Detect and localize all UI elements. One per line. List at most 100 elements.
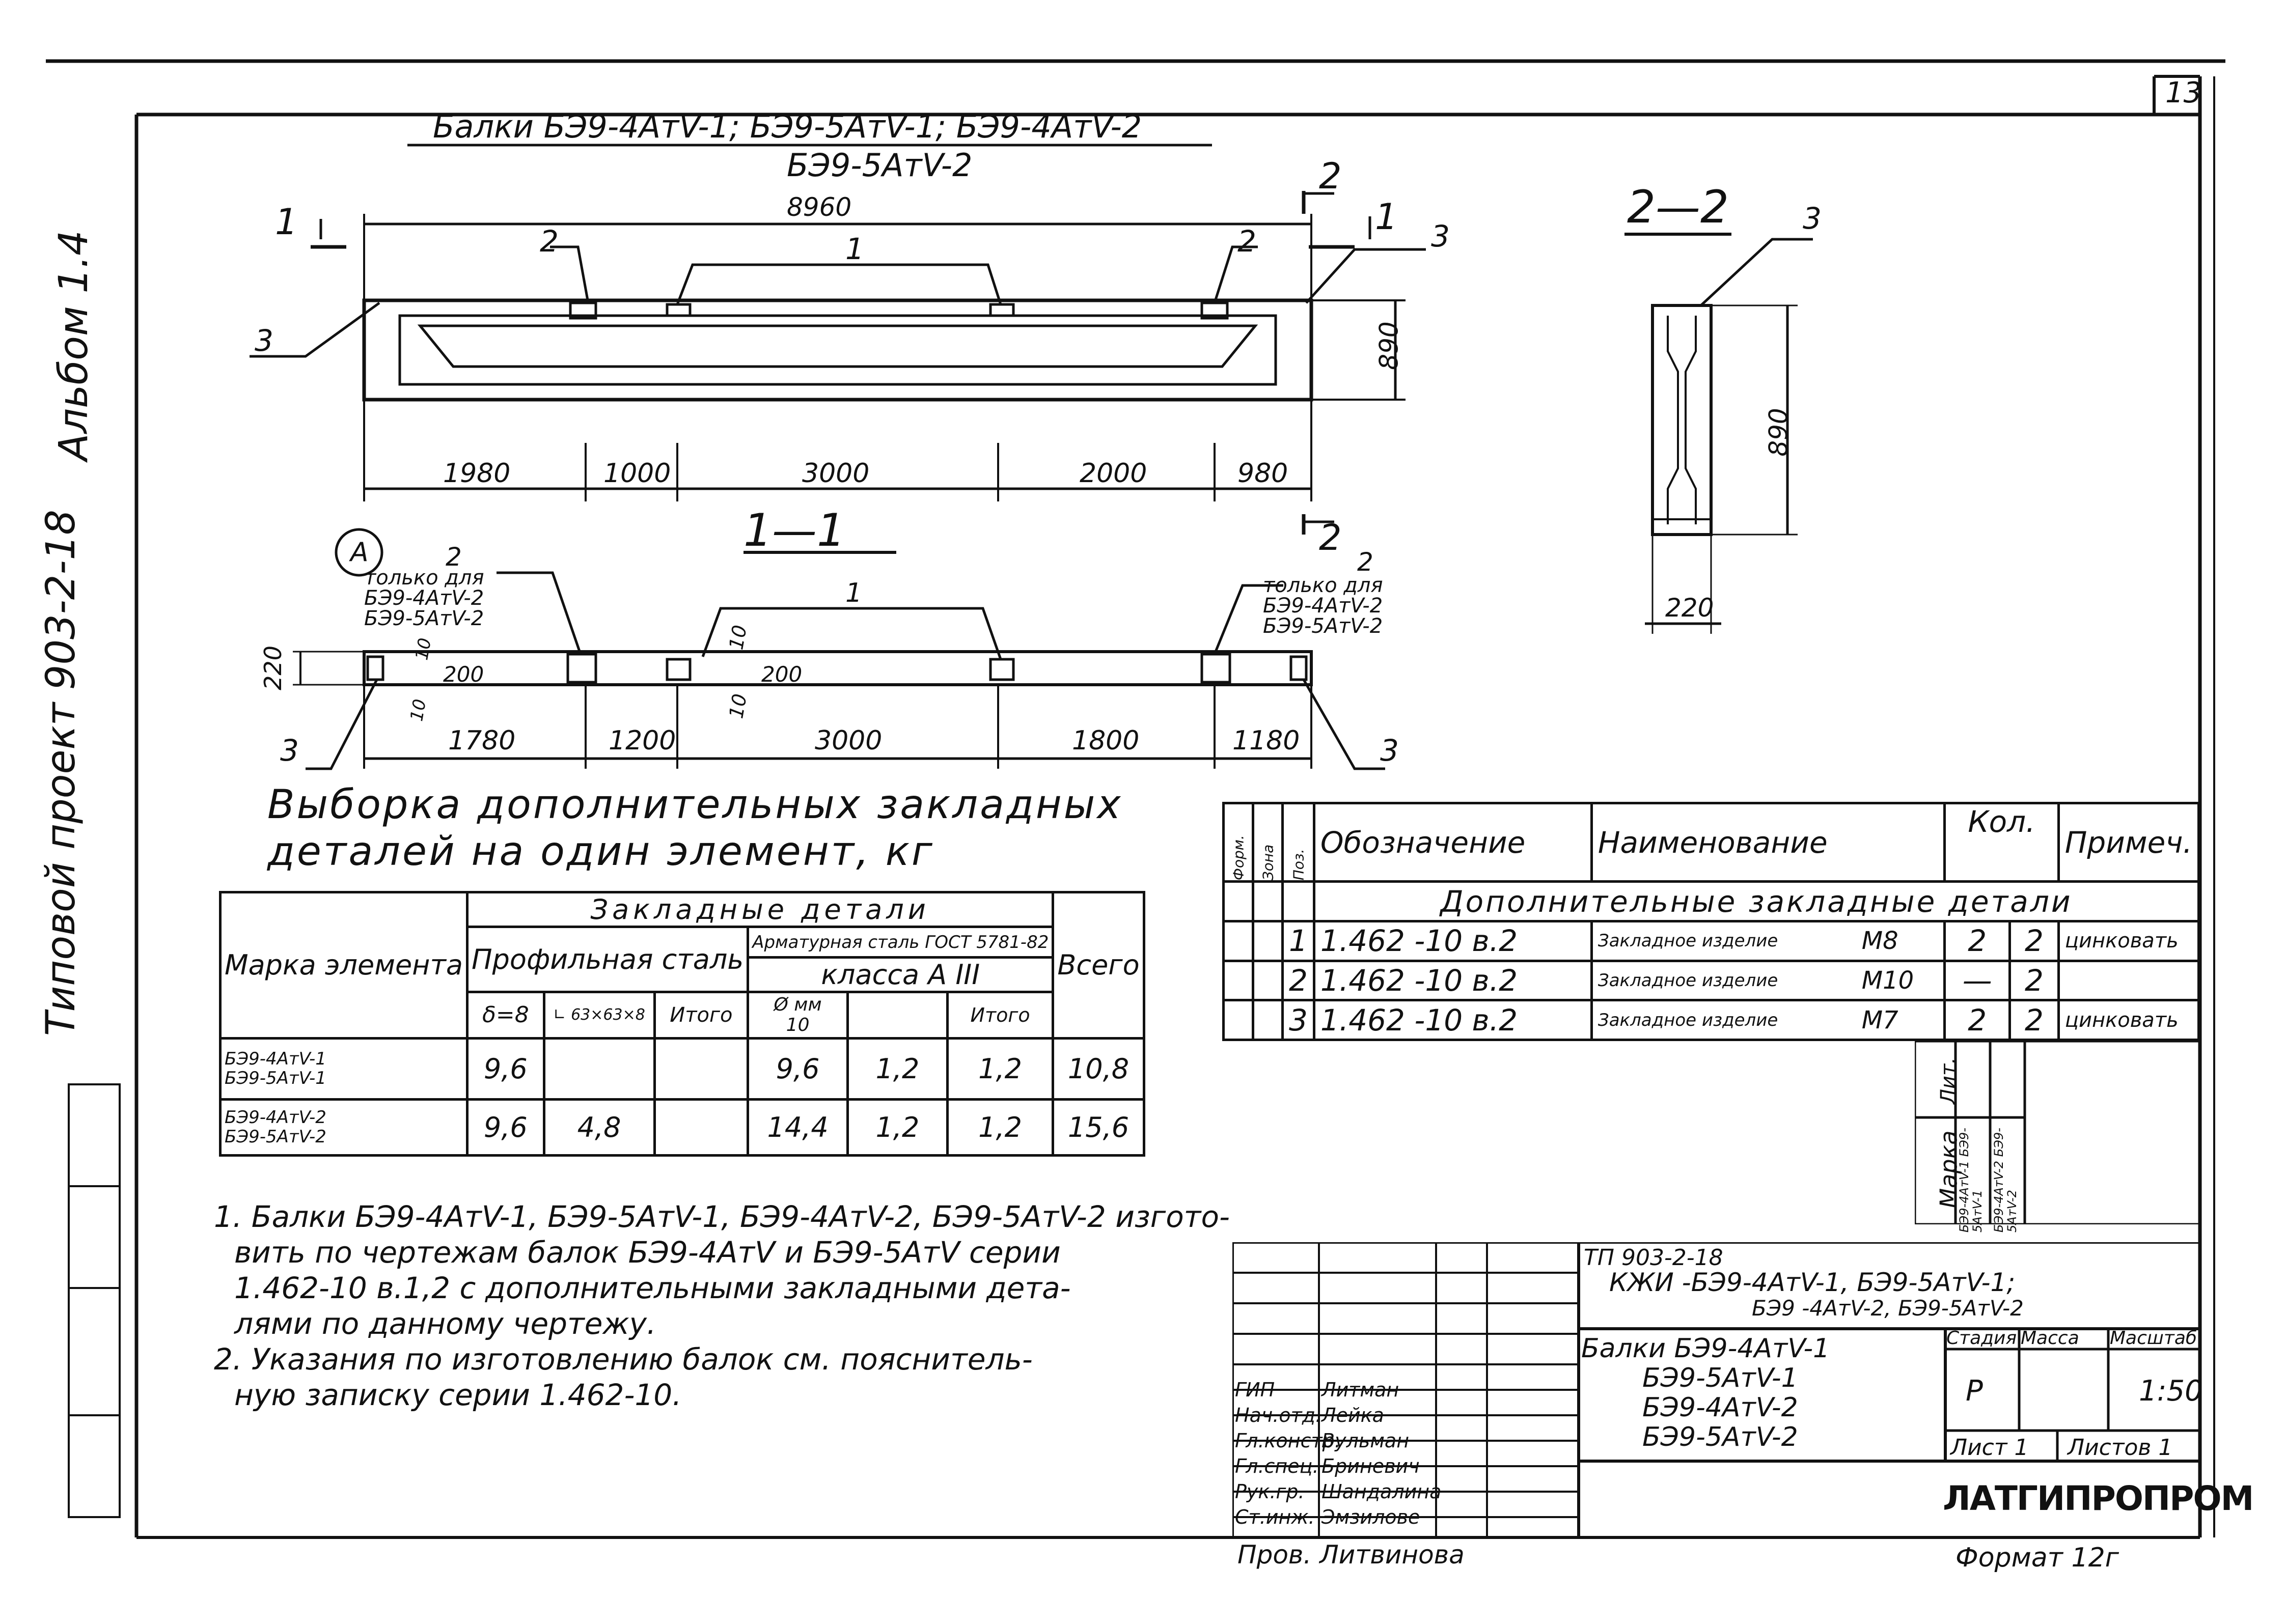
spec-row-3-note: цинковать xyxy=(2057,999,2200,1041)
beam-elevation-flange xyxy=(417,324,1258,368)
elevation-dim-5: 980 xyxy=(1237,458,1288,489)
row-1-mark-a: БЭ9-4АтV-1 xyxy=(225,1049,326,1070)
plan-callout-1: 1 xyxy=(845,578,863,608)
table-row: 1 1.462 -10 в.2 Закладное изделие М8 2 2… xyxy=(1222,919,2200,962)
spec-row-1-q2: 2 xyxy=(2008,919,2060,962)
spec-col-format: Форм. xyxy=(1223,803,1253,882)
spec-row-3-q1: 2 xyxy=(1943,999,2012,1041)
plan-callout-3-right: 3 xyxy=(1380,733,1399,768)
tb-format: Формат 12г xyxy=(1956,1543,2119,1573)
tb-name-4: БЭ9-5АтV-2 xyxy=(1642,1422,1798,1452)
section-mark-left: 1 xyxy=(275,201,298,243)
col-diam: Ø мм xyxy=(774,994,822,1015)
section-2-2-outline xyxy=(1651,304,1713,536)
height-dim: 890 xyxy=(1374,321,1404,370)
tb-code-3: БЭ9 -4АтV-2, БЭ9-5АтV-2 xyxy=(1752,1296,2024,1321)
section-2-2-height: 890 xyxy=(1764,408,1794,457)
note-line-6: ную записку серии 1.462-10. xyxy=(234,1378,682,1412)
section-mark-2-bottom: 2 xyxy=(1319,517,1342,558)
row-2-mark-a: БЭ9-4АтV-2 xyxy=(225,1107,326,1128)
plan-dim-200-a: 200 xyxy=(443,662,484,687)
marka-block xyxy=(1915,1041,2200,1224)
tb-signer-3: Гл.констр.Вульман xyxy=(1235,1430,1410,1452)
tb-mass-label: Масса xyxy=(2021,1328,2079,1349)
only-for-mark-2-r: БЭ9-5АтV-2 xyxy=(1263,614,1383,638)
table-row: 3 1.462 -10 в.2 Закладное изделие М7 2 2… xyxy=(1222,999,2200,1041)
only-for-label-r: только для xyxy=(1263,574,1383,597)
beam-plan-outline xyxy=(363,650,1313,686)
overall-length: 8960 xyxy=(787,192,852,222)
plan-embed-1-right xyxy=(989,658,1015,681)
col-group: Закладные детали xyxy=(466,890,1055,929)
col-rebar: Арматурная сталь ГОСТ 5781-82 xyxy=(747,926,1055,959)
plan-dim-10-b: 10 xyxy=(406,697,431,723)
section-2-2-label: 2—2 xyxy=(1627,181,1729,233)
embed-1-right xyxy=(989,303,1015,317)
row-1-all: 10,8 xyxy=(1052,1037,1145,1101)
spec-row-3-q2: 2 xyxy=(2008,999,2060,1041)
callout-2-right: 2 xyxy=(1237,224,1256,259)
marka-col-2: БЭ9-4АтV-2 БЭ9-5АтV-2 xyxy=(1992,1128,2019,1233)
plan-embed-3-left xyxy=(366,655,384,681)
only-for-label: только для xyxy=(364,566,484,590)
detail-circle-a xyxy=(335,528,383,577)
spec-row-3-designation: 1.462 -10 в.2 xyxy=(1312,999,1593,1041)
tb-signer-5: Рук.гр.Шандалина xyxy=(1235,1480,1442,1503)
col-class: класса А III xyxy=(747,956,1055,994)
spec-col-zone: Зона xyxy=(1253,803,1283,882)
elevation-dim-2: 1000 xyxy=(603,458,671,489)
plan-note-right: только для БЭ9-4АтV-2 БЭ9-5АтV-2 xyxy=(1263,575,1383,636)
row-1-empty xyxy=(653,1037,750,1101)
tb-checker-name: Литвинова xyxy=(1319,1540,1465,1570)
tb-org: ЛАТГИПРОПРОМ xyxy=(1943,1479,2254,1518)
note-line-3: 1.462-10 в.1,2 с дополнительными закладн… xyxy=(234,1271,1071,1305)
spec-row-1-q1: 2 xyxy=(1943,919,2012,962)
plan-dim-4: 1800 xyxy=(1072,725,1140,756)
row-2-empty xyxy=(653,1098,750,1157)
note-line-4: лями по данному чертежу. xyxy=(234,1306,656,1341)
spec-section: Дополнительные закладные детали xyxy=(1312,880,2200,922)
row-2-rtotal: 1,2 xyxy=(946,1098,1055,1157)
row-1-angle xyxy=(542,1037,656,1101)
table-row: 2 1.462 -10 в.2 Закладное изделие М10 — … xyxy=(1222,959,2200,1002)
section-mark-right: 1 xyxy=(1375,196,1398,238)
tb-signer-2: Нач.отд.Лейка xyxy=(1235,1404,1384,1426)
row-2-total: 14,4 xyxy=(747,1098,849,1157)
row-2-angle: 4,8 xyxy=(542,1098,656,1157)
spec-row-2-q1: — xyxy=(1943,959,2012,1002)
plan-dim-3: 3000 xyxy=(815,725,883,756)
spec-table: Форм. Зона Поз. Обозначение Наименование… xyxy=(1222,801,2200,1041)
plan-embed-2-right xyxy=(1200,653,1231,684)
col-mark: Марка элемента xyxy=(218,891,469,1040)
note-line-2: вить по чертежам балок БЭ9-4АтV и БЭ9-5А… xyxy=(234,1235,1061,1270)
row-1-d8: 9,6 xyxy=(466,1037,545,1101)
beam-elevation-outline xyxy=(362,298,1313,402)
row-2-d10: 1,2 xyxy=(846,1098,949,1157)
row-1-mark-b: БЭ9-5АтV-1 xyxy=(225,1068,326,1089)
plan-width: 220 xyxy=(259,646,287,690)
row-2-marks: БЭ9-4АтV-2 БЭ9-5АтV-2 xyxy=(218,1098,469,1157)
col-total: Итого xyxy=(653,991,750,1040)
row-2-mark-b: БЭ9-5АтV-2 xyxy=(225,1127,326,1147)
spec-col-note: Примеч. xyxy=(2057,801,2200,883)
row-1-total: 9,6 xyxy=(747,1037,849,1101)
tb-signer-4: Гл.спец.Бриневич xyxy=(1235,1455,1420,1477)
beam-elevation-web xyxy=(398,314,1277,386)
elevation-dim-4: 2000 xyxy=(1080,458,1147,489)
col-d8: δ=8 xyxy=(466,991,545,1040)
tb-code-2: КЖИ -БЭ9-4АтV-1, БЭ9-5АтV-1; xyxy=(1609,1268,2016,1297)
plan-callout-3-left: 3 xyxy=(280,733,299,768)
row-1-marks: БЭ9-4АтV-1 БЭ9-5АтV-1 xyxy=(218,1037,469,1101)
sheet-number: 13 xyxy=(2165,76,2202,109)
spec-row-2-designation: 1.462 -10 в.2 xyxy=(1312,959,1593,1002)
plan-dim-10-d: 10 xyxy=(725,692,752,720)
spec-col-pos: Поз. xyxy=(1282,803,1314,882)
tb-stage-label: Стадия xyxy=(1946,1328,2017,1349)
drawing-title-1: Балки БЭ9-4АтV-1; БЭ9-5АтV-1; БЭ9-4АтV-2 xyxy=(433,108,1142,145)
spec-col-name: Наименование xyxy=(1590,801,1946,883)
title-block-frame xyxy=(1232,1242,2200,1537)
callout-2-left: 2 xyxy=(540,224,559,259)
